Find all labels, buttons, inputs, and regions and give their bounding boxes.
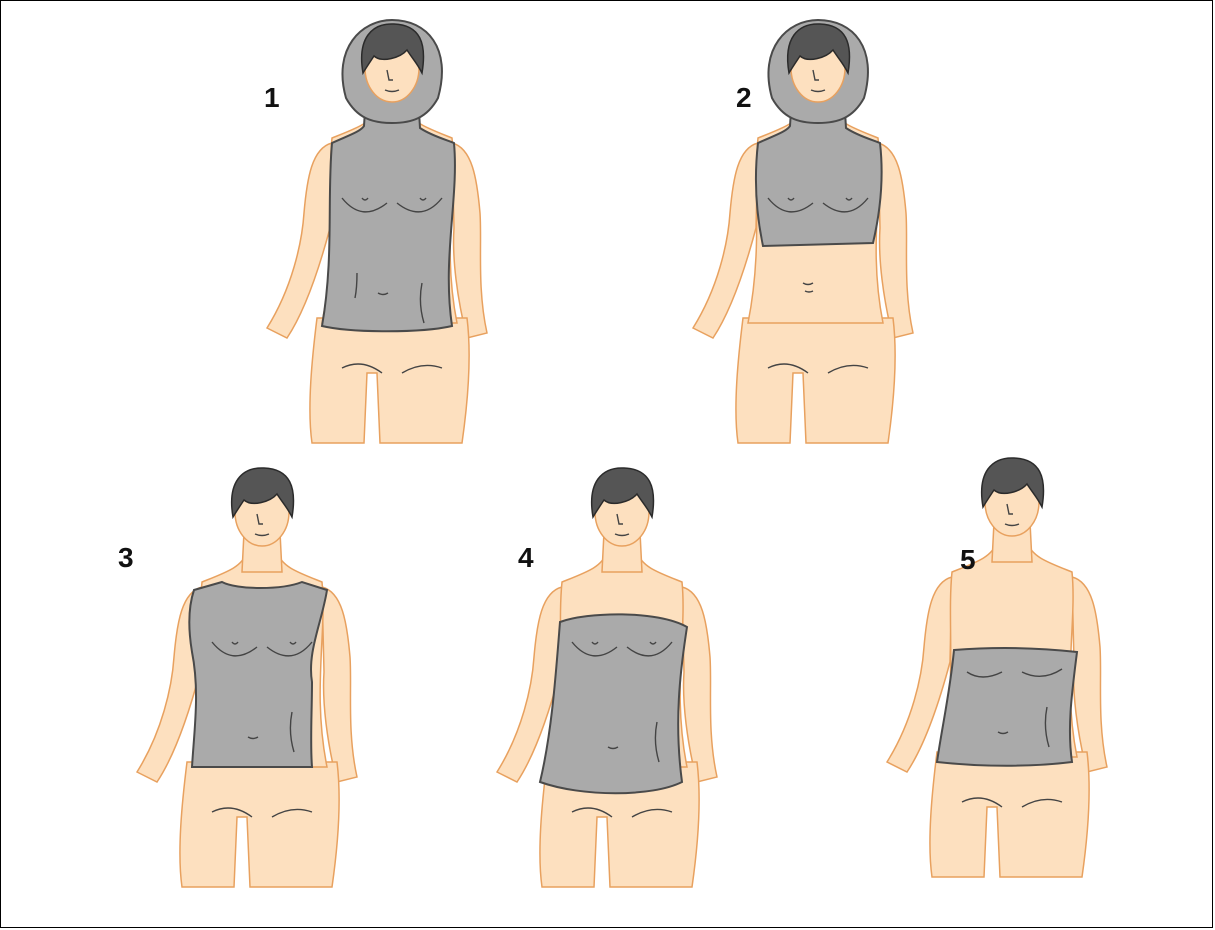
lower-body — [736, 318, 895, 443]
left-arm — [267, 143, 332, 338]
figure-2-label: 2 — [736, 82, 752, 114]
right-arm — [878, 143, 913, 338]
figure-4-tube-top — [492, 472, 732, 892]
fig5-drawing — [882, 462, 1122, 882]
right-arm — [682, 587, 717, 782]
figure-4-label: 4 — [518, 542, 534, 574]
fig2-drawing — [688, 28, 928, 448]
figure-5-label: 5 — [960, 544, 976, 576]
figure-3-label: 3 — [118, 542, 134, 574]
sleeveless-top — [189, 582, 327, 767]
bandeau-top — [937, 648, 1077, 766]
figure-1-label: 1 — [264, 82, 280, 114]
figure-3-sleeveless-top — [132, 472, 372, 892]
figure-1-full-turtleneck-hooded — [262, 28, 502, 448]
left-arm — [693, 143, 758, 338]
lower-body — [180, 762, 339, 887]
lower-body — [930, 752, 1089, 877]
fig1-drawing — [262, 28, 502, 448]
fig4-drawing — [492, 472, 732, 892]
right-arm — [452, 143, 487, 338]
right-arm — [1072, 577, 1107, 772]
figure-5-bandeau-top — [882, 462, 1122, 882]
figure-2-crop-turtleneck-hooded — [688, 28, 928, 448]
right-arm — [322, 587, 357, 782]
lower-body — [310, 318, 469, 443]
fig3-drawing — [132, 472, 372, 892]
tube-top — [540, 614, 687, 793]
